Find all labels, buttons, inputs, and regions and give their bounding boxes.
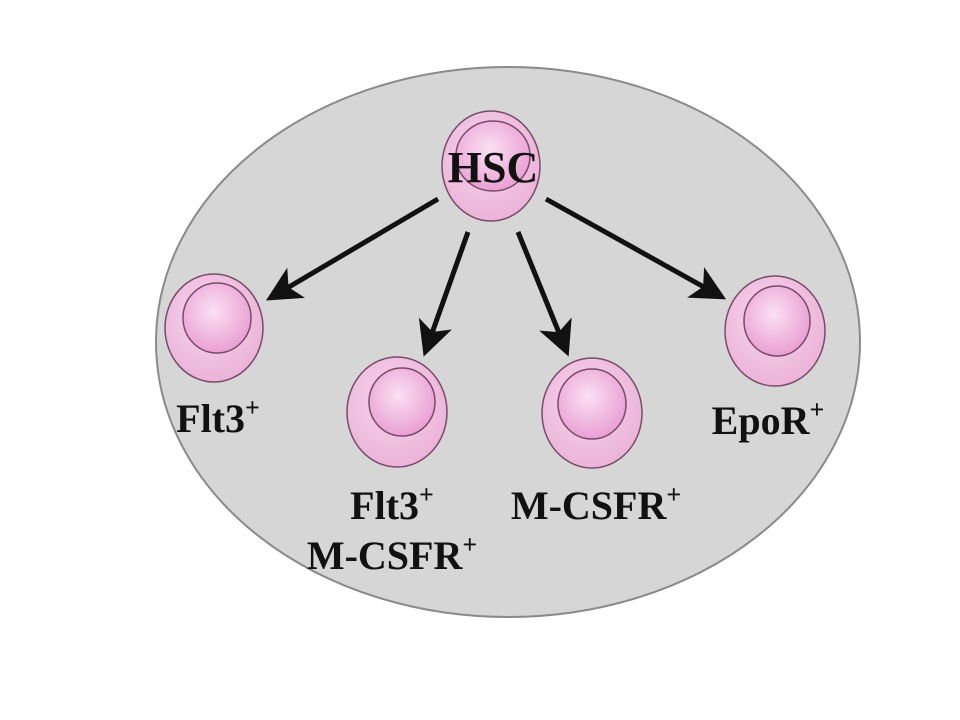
flt3-label: Flt3+	[176, 393, 260, 441]
arrow-hsc-to-mcsfr	[515, 231, 572, 357]
arrow-hsc-to-flt3	[265, 196, 440, 301]
epor-label: EpoR+	[712, 395, 825, 443]
epor-label-text: EpoR	[712, 398, 811, 443]
hsc-cell-nucleus	[455, 120, 531, 192]
flt3-label-text: Flt3	[176, 396, 245, 441]
epor-label-sup: +	[809, 395, 824, 424]
flt3-label-sup: +	[245, 393, 260, 422]
flt3-cell-nucleus	[182, 282, 252, 354]
epor-cell-nucleus	[743, 285, 811, 357]
flt3-mcsfr-label-line1-text: Flt3	[350, 483, 419, 528]
flt3-mcsfr-cell	[346, 356, 448, 468]
arrows	[265, 196, 727, 357]
hsc-cell: HSC	[441, 110, 541, 222]
mcsfr-cell-nucleus	[557, 368, 627, 440]
arrow-hsc-to-epor	[544, 196, 727, 300]
mcsfr-label: M-CSFR+	[511, 480, 681, 528]
background-oval	[155, 66, 861, 618]
mcsfr-label-sup: +	[666, 480, 681, 509]
mcsfr-label-text: M-CSFR	[511, 483, 668, 528]
flt3-mcsfr-label-line2-text: M-CSFR	[307, 533, 464, 578]
flt3-mcsfr-cell-nucleus	[368, 367, 436, 437]
flt3-mcsfr-label-line1-sup: +	[419, 480, 434, 509]
epor-cell	[724, 275, 826, 387]
flt3-mcsfr-label-line1: Flt3+	[350, 480, 434, 528]
flt3-mcsfr-label-line2: M-CSFR+	[307, 530, 477, 578]
flt3-cell	[164, 273, 264, 383]
flt3-mcsfr-label-line2-sup: +	[462, 530, 477, 559]
hsc-label: HSC	[448, 143, 538, 192]
mcsfr-cell	[541, 357, 643, 469]
arrow-hsc-to-flt3-mcsfr	[418, 231, 471, 357]
